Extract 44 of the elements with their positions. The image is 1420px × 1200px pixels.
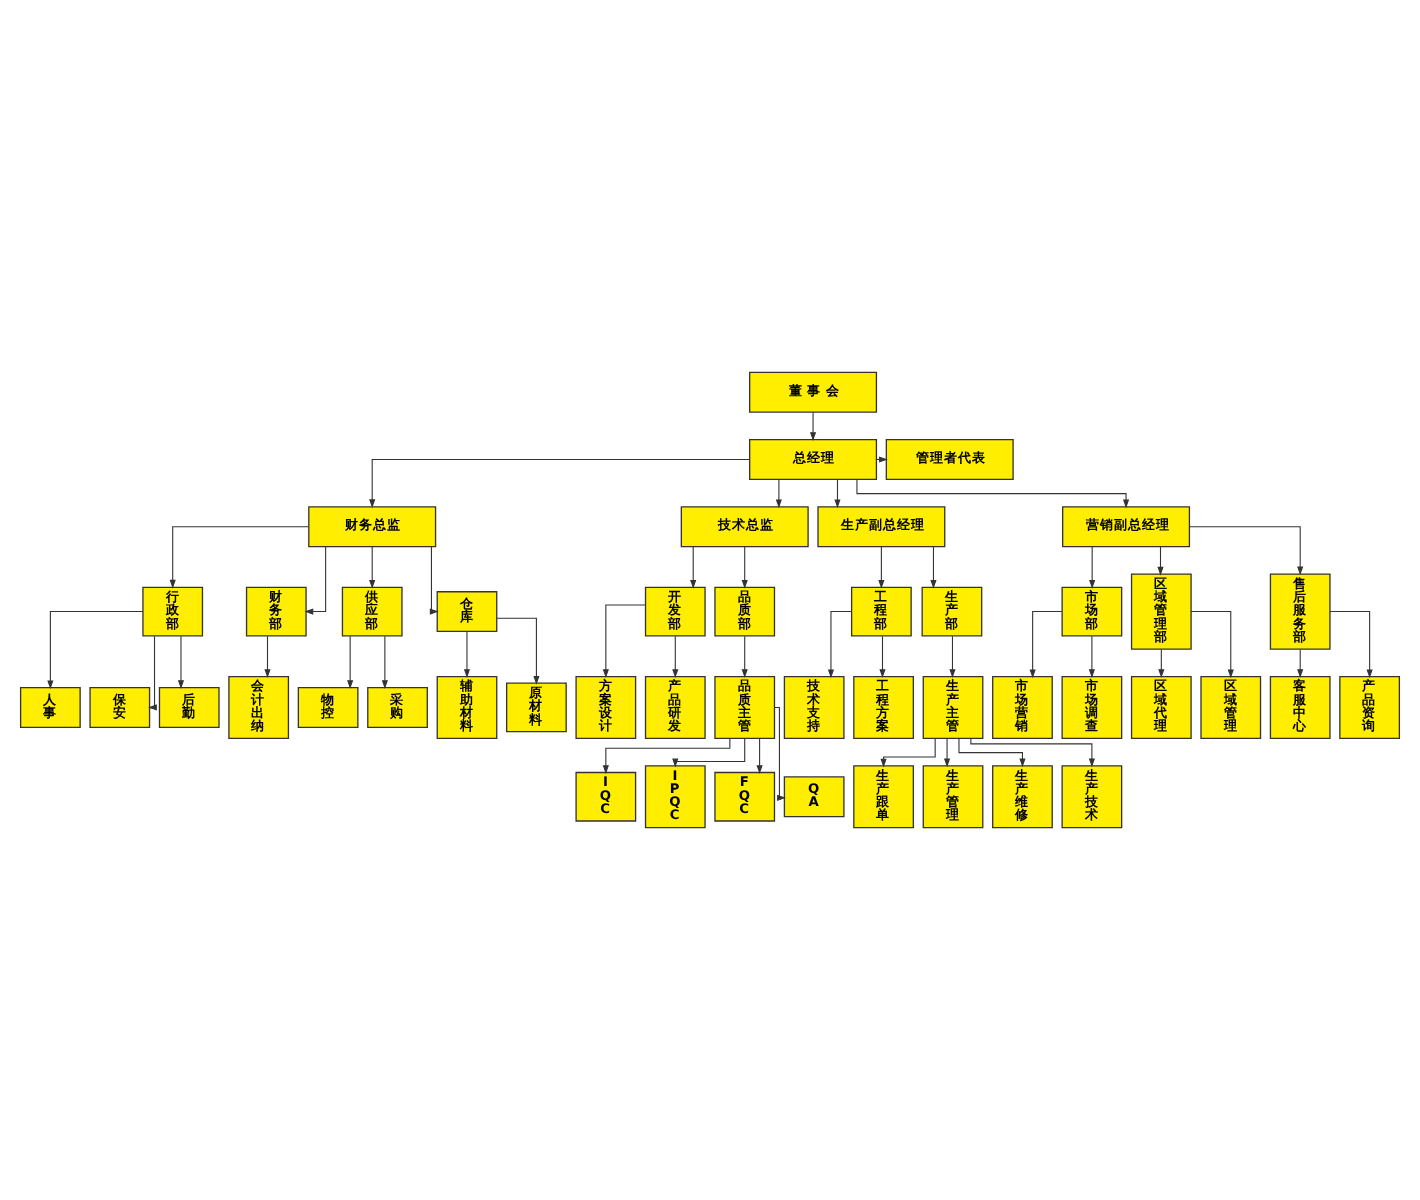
arrow (1029, 611, 1063, 679)
arrow (463, 630, 471, 678)
arrow (602, 604, 646, 679)
arrow (827, 611, 852, 679)
arrow (429, 546, 439, 615)
arrow (496, 617, 540, 685)
arrow (690, 546, 697, 589)
arrow (1189, 526, 1304, 576)
arrow (47, 611, 144, 690)
arrow (970, 737, 1095, 768)
arrow (958, 737, 1026, 768)
arrow (834, 479, 841, 509)
arrow (756, 738, 763, 775)
arrow (774, 706, 786, 801)
arrow (880, 738, 936, 768)
arrow (602, 737, 731, 775)
arrow (741, 546, 748, 589)
arrow (1297, 648, 1304, 678)
arrow (878, 546, 885, 589)
arrow (1190, 611, 1234, 679)
arrow (369, 546, 376, 589)
arrow (775, 479, 782, 509)
arrow (304, 546, 327, 615)
arrow (879, 635, 886, 678)
arrow (347, 635, 354, 690)
arrow (672, 738, 746, 768)
arrow (169, 526, 310, 589)
arrow (1157, 546, 1164, 576)
arrow (1089, 546, 1096, 589)
arrow (264, 635, 271, 678)
arrow (1158, 648, 1165, 678)
arrow (1088, 635, 1095, 678)
arrow (381, 635, 388, 690)
arrow (809, 411, 817, 441)
arrow (856, 478, 1130, 509)
arrow (1329, 611, 1373, 679)
arrow (672, 635, 679, 678)
arrow (944, 738, 951, 768)
arrow (741, 635, 748, 678)
arrow (148, 635, 157, 711)
arrow (949, 635, 956, 678)
arrow (930, 546, 937, 589)
arrow (177, 635, 185, 690)
arrow (369, 458, 750, 509)
